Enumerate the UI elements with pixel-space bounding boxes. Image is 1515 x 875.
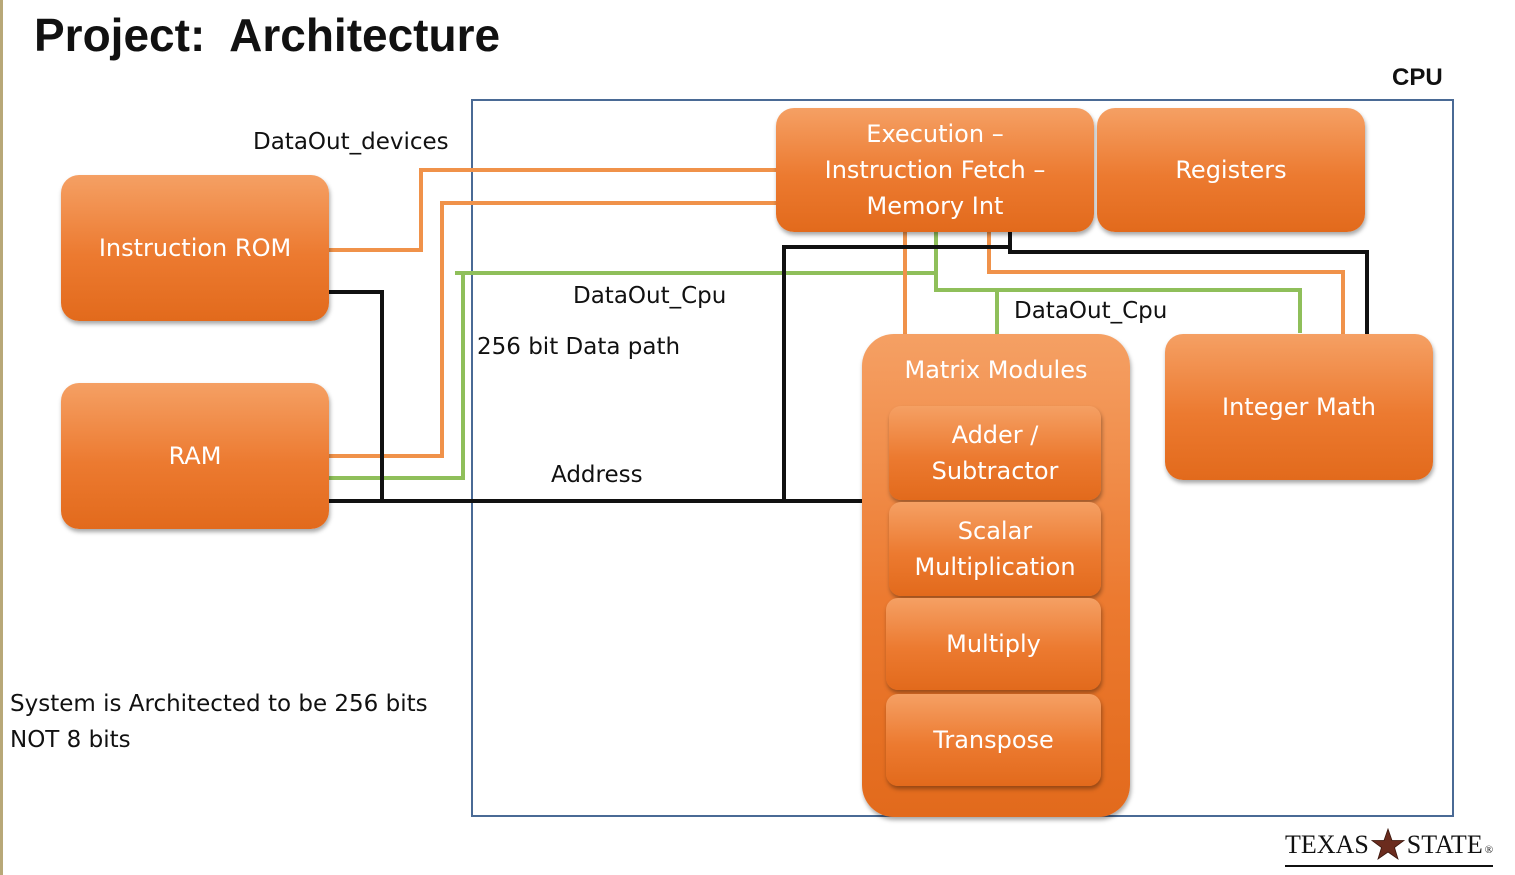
instruction-rom-block: Instruction ROM xyxy=(61,175,329,321)
adder-subtractor-block: Adder / Subtractor xyxy=(889,406,1101,500)
slide-title: Project: Architecture xyxy=(34,9,501,61)
logo-text-left: TEXAS xyxy=(1285,830,1369,859)
ram-label: RAM xyxy=(168,442,222,470)
dataout-devices-label: DataOut_devices xyxy=(253,129,449,155)
architecture-note: System is Architected to be 256 bits NOT… xyxy=(10,691,428,753)
registers-label: Registers xyxy=(1175,156,1287,184)
wire-data-path-green xyxy=(328,271,936,480)
wire-address-rom xyxy=(328,290,384,500)
wire-rom-to-execution xyxy=(328,168,776,252)
data-path-label: 256 bit Data path xyxy=(477,334,681,360)
scalar-multiplication-block: Scalar Multiplication xyxy=(889,502,1101,596)
registers-block: Registers xyxy=(1097,108,1365,232)
address-label: Address xyxy=(551,462,643,488)
slide-left-rule xyxy=(0,0,3,875)
multiply-label: Multiply xyxy=(946,630,1041,658)
star-icon xyxy=(1370,828,1405,860)
dataout-cpu-right-label: DataOut_Cpu xyxy=(1014,298,1168,324)
wire-control-integer-math xyxy=(1008,232,1369,334)
texas-state-logo: TEXAS STATE ® xyxy=(1285,825,1494,867)
cpu-label: CPU xyxy=(1392,64,1443,91)
wire-execution-to-integer-math xyxy=(987,232,1345,334)
ram-block: RAM xyxy=(61,383,329,529)
execution-block: Execution – Instruction Fetch – Memory I… xyxy=(776,108,1094,232)
instruction-rom-label: Instruction ROM xyxy=(98,234,292,262)
dataout-cpu-left-label: DataOut_Cpu xyxy=(573,283,727,309)
multiply-block: Multiply xyxy=(886,598,1101,690)
logo-text-right: STATE xyxy=(1406,830,1483,859)
wire-ram-to-execution xyxy=(328,201,776,458)
matrix-modules-label: Matrix Modules xyxy=(904,356,1088,384)
wire-address-execution xyxy=(782,245,1010,501)
transpose-block: Transpose xyxy=(886,694,1101,786)
wire-dataout-cpu-green xyxy=(934,232,1302,333)
execution-label: Execution – Instruction Fetch – Memory I… xyxy=(824,120,1046,220)
integer-math-label: Integer Math xyxy=(1222,393,1376,421)
transpose-label: Transpose xyxy=(933,726,1054,754)
adder-subtractor-label: Adder / Subtractor xyxy=(931,421,1059,485)
logo-registered-mark: ® xyxy=(1484,844,1494,856)
scalar-multiplication-label: Scalar Multiplication xyxy=(914,517,1076,581)
integer-math-block: Integer Math xyxy=(1165,334,1433,480)
